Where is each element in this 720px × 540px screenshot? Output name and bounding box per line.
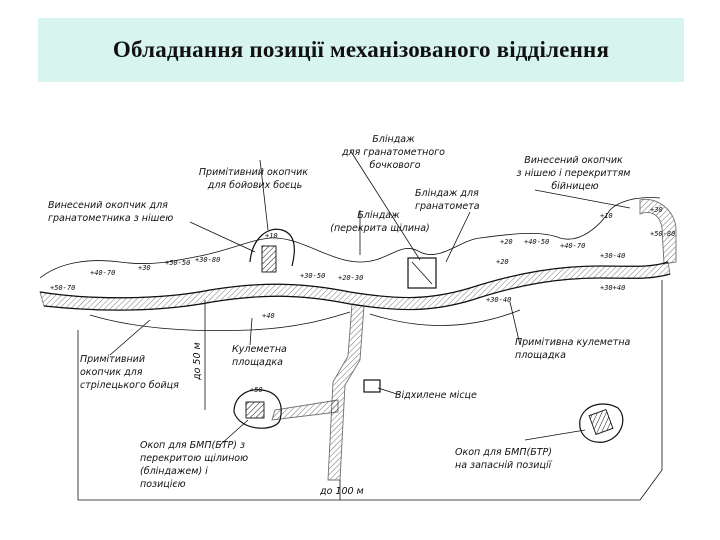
mark: +40-50 — [524, 238, 549, 246]
mark: +30 — [650, 206, 663, 214]
bmp-trench-covered — [233, 389, 282, 429]
mark: +10 — [265, 232, 278, 240]
label-remote-trench-grenadier: Винесений окопчик для гранатометника з н… — [48, 200, 173, 224]
branch-point — [363, 379, 381, 393]
bmp-trench-reserve — [579, 403, 624, 443]
dugout-box — [261, 245, 277, 273]
label-distance-100: до 100 м — [319, 486, 364, 497]
label-machine-gun-platform: Примітивна кулеметна площадка — [515, 337, 633, 361]
mark: +30-40 — [486, 296, 511, 304]
covered-slit — [407, 257, 437, 289]
slide-title: Обладнання позиції механізованого відділ… — [112, 37, 610, 62]
mark: +10 — [600, 212, 613, 220]
label-branch-trench: Відхилене місце — [395, 390, 477, 401]
mark: +50 — [250, 386, 263, 394]
observer-trench — [639, 198, 677, 265]
parapet-line — [39, 197, 661, 279]
mark: +50-80 — [650, 230, 675, 238]
rear-loop — [89, 309, 521, 332]
mark: +30-50 — [300, 272, 325, 280]
branch-to-bmp — [271, 399, 339, 421]
bmp-vehicle-1 — [245, 401, 265, 419]
mark: +20-30 — [338, 274, 363, 282]
mark: +40-70 — [560, 242, 585, 250]
label-grenadier-dugout: Бліндаж для гранатомета — [415, 188, 482, 212]
label-bmp-reserve: Окоп для БМП(БТР) на запасній позиції — [455, 447, 555, 471]
label-distance-50: до 50 м — [192, 342, 203, 381]
mark: +30+40 — [600, 284, 625, 292]
mark: +30-40 — [600, 252, 625, 260]
communication-trench — [327, 303, 365, 481]
label-grenade-dugout: Бліндаж для гранатометного бочкового — [341, 134, 448, 171]
slide-title-bar: Обладнання позиції механізованого відділ… — [38, 18, 684, 82]
label-reserve-area: Кулеметна площадка — [232, 344, 290, 368]
main-trench-fill — [39, 261, 671, 311]
dugout-hump — [249, 228, 295, 267]
mark: +50-50 — [165, 259, 190, 267]
label-rifleman-trench: Примітивний окопчик для стрілецького бой… — [80, 354, 179, 391]
mark: +50-70 — [50, 284, 75, 292]
mark: +20 — [500, 238, 513, 246]
mark: +30-80 — [195, 256, 220, 264]
label-covered-dugout: Бліндаж (перекрита щілина) — [330, 210, 430, 234]
label-remote-observer: Винесений окопчик з нішею і перекриттям … — [517, 155, 634, 192]
mark: +20 — [496, 258, 509, 266]
label-bmp-covered: Окоп для БМП(БТР) з перекритою щілиною (… — [140, 440, 251, 490]
mark: +40-70 — [90, 269, 115, 277]
bmp-vehicle-2 — [588, 408, 614, 436]
label-simplified-trench: Примітивний окопчик для бойових боєць — [199, 167, 311, 191]
mark: +30 — [138, 264, 151, 272]
mark: +40 — [262, 312, 275, 320]
area-boundary — [77, 280, 663, 501]
